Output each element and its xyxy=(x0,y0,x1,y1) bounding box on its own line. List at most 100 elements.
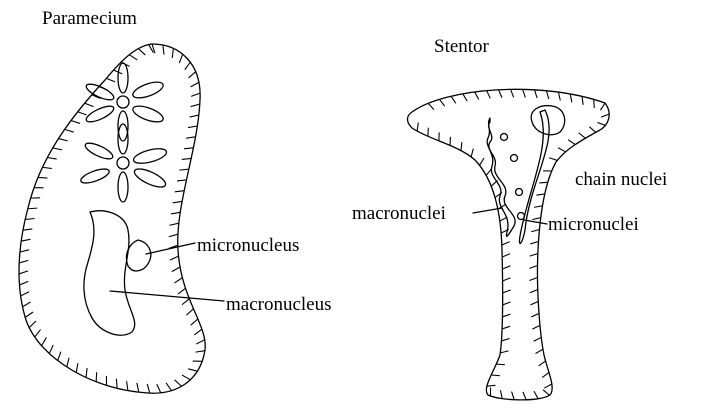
cilium xyxy=(416,122,419,132)
cilium xyxy=(19,249,30,253)
contractile-vacuole-lower xyxy=(80,123,168,203)
cilium xyxy=(190,81,200,88)
cilium xyxy=(184,61,191,71)
cilium xyxy=(534,89,538,99)
macronucleus-pointer xyxy=(109,290,225,302)
micronuclei-label: micronuclei xyxy=(548,214,639,235)
cilium xyxy=(183,147,194,150)
cilium xyxy=(174,277,183,284)
cilium xyxy=(181,374,191,381)
cilium xyxy=(34,329,41,338)
cilium xyxy=(502,289,511,294)
cilium xyxy=(136,382,140,393)
cilium xyxy=(178,54,184,64)
cilium xyxy=(511,391,515,400)
cilium xyxy=(195,339,205,345)
cilium xyxy=(599,102,606,111)
cilium xyxy=(85,367,88,378)
stentor-contractile-vacuole xyxy=(530,104,566,136)
cilium xyxy=(151,43,156,54)
cilium xyxy=(75,363,79,373)
cilium xyxy=(77,111,87,116)
cilium xyxy=(84,102,94,108)
cilium xyxy=(37,176,48,179)
cilium xyxy=(156,383,162,394)
cilium xyxy=(169,255,179,261)
macronucleus-label: macronucleus xyxy=(226,294,332,315)
cilium xyxy=(588,126,597,133)
cilium xyxy=(66,357,70,368)
cilium xyxy=(146,383,151,394)
cilium xyxy=(532,217,541,221)
cilium xyxy=(91,94,101,99)
cilium xyxy=(460,142,463,151)
cilium xyxy=(171,266,181,273)
cilium xyxy=(536,193,545,196)
cilium xyxy=(194,328,203,336)
cilium xyxy=(470,148,474,158)
cilium xyxy=(20,291,30,297)
cilium xyxy=(557,147,566,153)
cilium xyxy=(529,288,538,294)
cilium xyxy=(172,200,183,204)
cilium xyxy=(162,45,165,55)
cilium xyxy=(171,48,174,58)
stentor-body-outline xyxy=(406,88,610,401)
cilium xyxy=(42,166,52,170)
cilium xyxy=(499,390,503,399)
cilium xyxy=(496,363,505,366)
cilium xyxy=(541,371,550,379)
cilium xyxy=(115,378,118,389)
cilium xyxy=(533,336,542,342)
cilium xyxy=(486,384,496,387)
cilium xyxy=(439,99,446,107)
cilium xyxy=(18,270,29,275)
cilium xyxy=(165,382,172,391)
cilium xyxy=(126,381,129,391)
cilium xyxy=(529,252,539,257)
cilium xyxy=(491,374,500,377)
cilium xyxy=(64,128,74,133)
paramecium-cilia xyxy=(18,43,205,394)
cilium xyxy=(533,391,539,400)
paramecium-body-outline xyxy=(18,43,206,394)
cilium xyxy=(188,71,197,79)
cilium xyxy=(502,277,511,282)
cilium xyxy=(600,113,610,118)
cilium xyxy=(501,241,510,246)
cilium xyxy=(502,313,511,318)
macronuclei-pointer xyxy=(472,207,503,214)
cilium xyxy=(529,264,538,269)
cilium xyxy=(22,301,32,308)
cilium xyxy=(486,90,491,99)
cilium xyxy=(501,325,511,330)
cilium xyxy=(52,147,63,151)
cilium xyxy=(168,233,179,238)
paramecium-macronucleus xyxy=(83,210,136,336)
stentor-macronuclei-chain xyxy=(486,117,516,237)
cilium xyxy=(502,301,511,306)
cilium xyxy=(48,344,54,354)
cilium xyxy=(531,228,540,233)
cilium xyxy=(500,350,509,354)
cilium xyxy=(106,77,116,83)
cilium xyxy=(545,90,550,100)
paramecium-title: Paramecium xyxy=(42,8,137,29)
cilium xyxy=(19,259,29,264)
contractile-vacuole-upper xyxy=(85,62,164,142)
paramecium-micronucleus xyxy=(125,239,152,272)
cilium xyxy=(27,207,38,210)
cilium xyxy=(190,92,201,97)
cilium xyxy=(177,287,186,295)
cilium xyxy=(19,280,29,286)
cilium xyxy=(522,391,527,401)
cilium xyxy=(539,181,548,184)
cilium xyxy=(474,91,480,100)
cilium xyxy=(25,217,35,220)
cilium xyxy=(532,324,541,330)
cilium xyxy=(70,119,81,124)
cilium xyxy=(129,54,138,61)
cilium xyxy=(22,228,33,231)
